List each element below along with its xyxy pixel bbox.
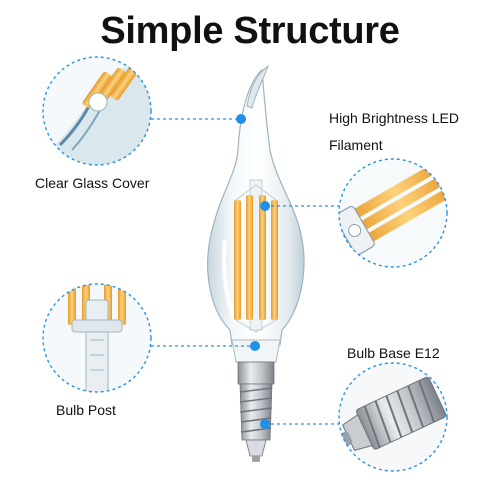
marker-dots: [236, 114, 270, 429]
bulb: [207, 64, 305, 462]
label-filament-line1: High Brightness LED: [329, 110, 459, 126]
zoom-bulb-post: [42, 283, 152, 393]
glass-tip: [246, 64, 269, 109]
label-filament-line2: Filament: [329, 137, 383, 153]
dot-base: [260, 419, 270, 429]
label-bulb-post: Bulb Post: [56, 402, 116, 418]
dot-glass: [236, 114, 246, 124]
dot-post: [250, 341, 260, 351]
zoom-bulb-base: [338, 362, 448, 472]
zoom-filament: [338, 158, 448, 268]
led-filaments: [234, 184, 278, 333]
page-title: Simple Structure: [100, 10, 400, 52]
label-glass-cover: Clear Glass Cover: [35, 175, 150, 191]
bulb-base: [237, 361, 275, 462]
zoom-glass-cover: [42, 56, 152, 166]
dot-filament: [260, 201, 270, 211]
label-bulb-base: Bulb Base E12: [347, 345, 440, 361]
leader-lines: [151, 118, 339, 425]
